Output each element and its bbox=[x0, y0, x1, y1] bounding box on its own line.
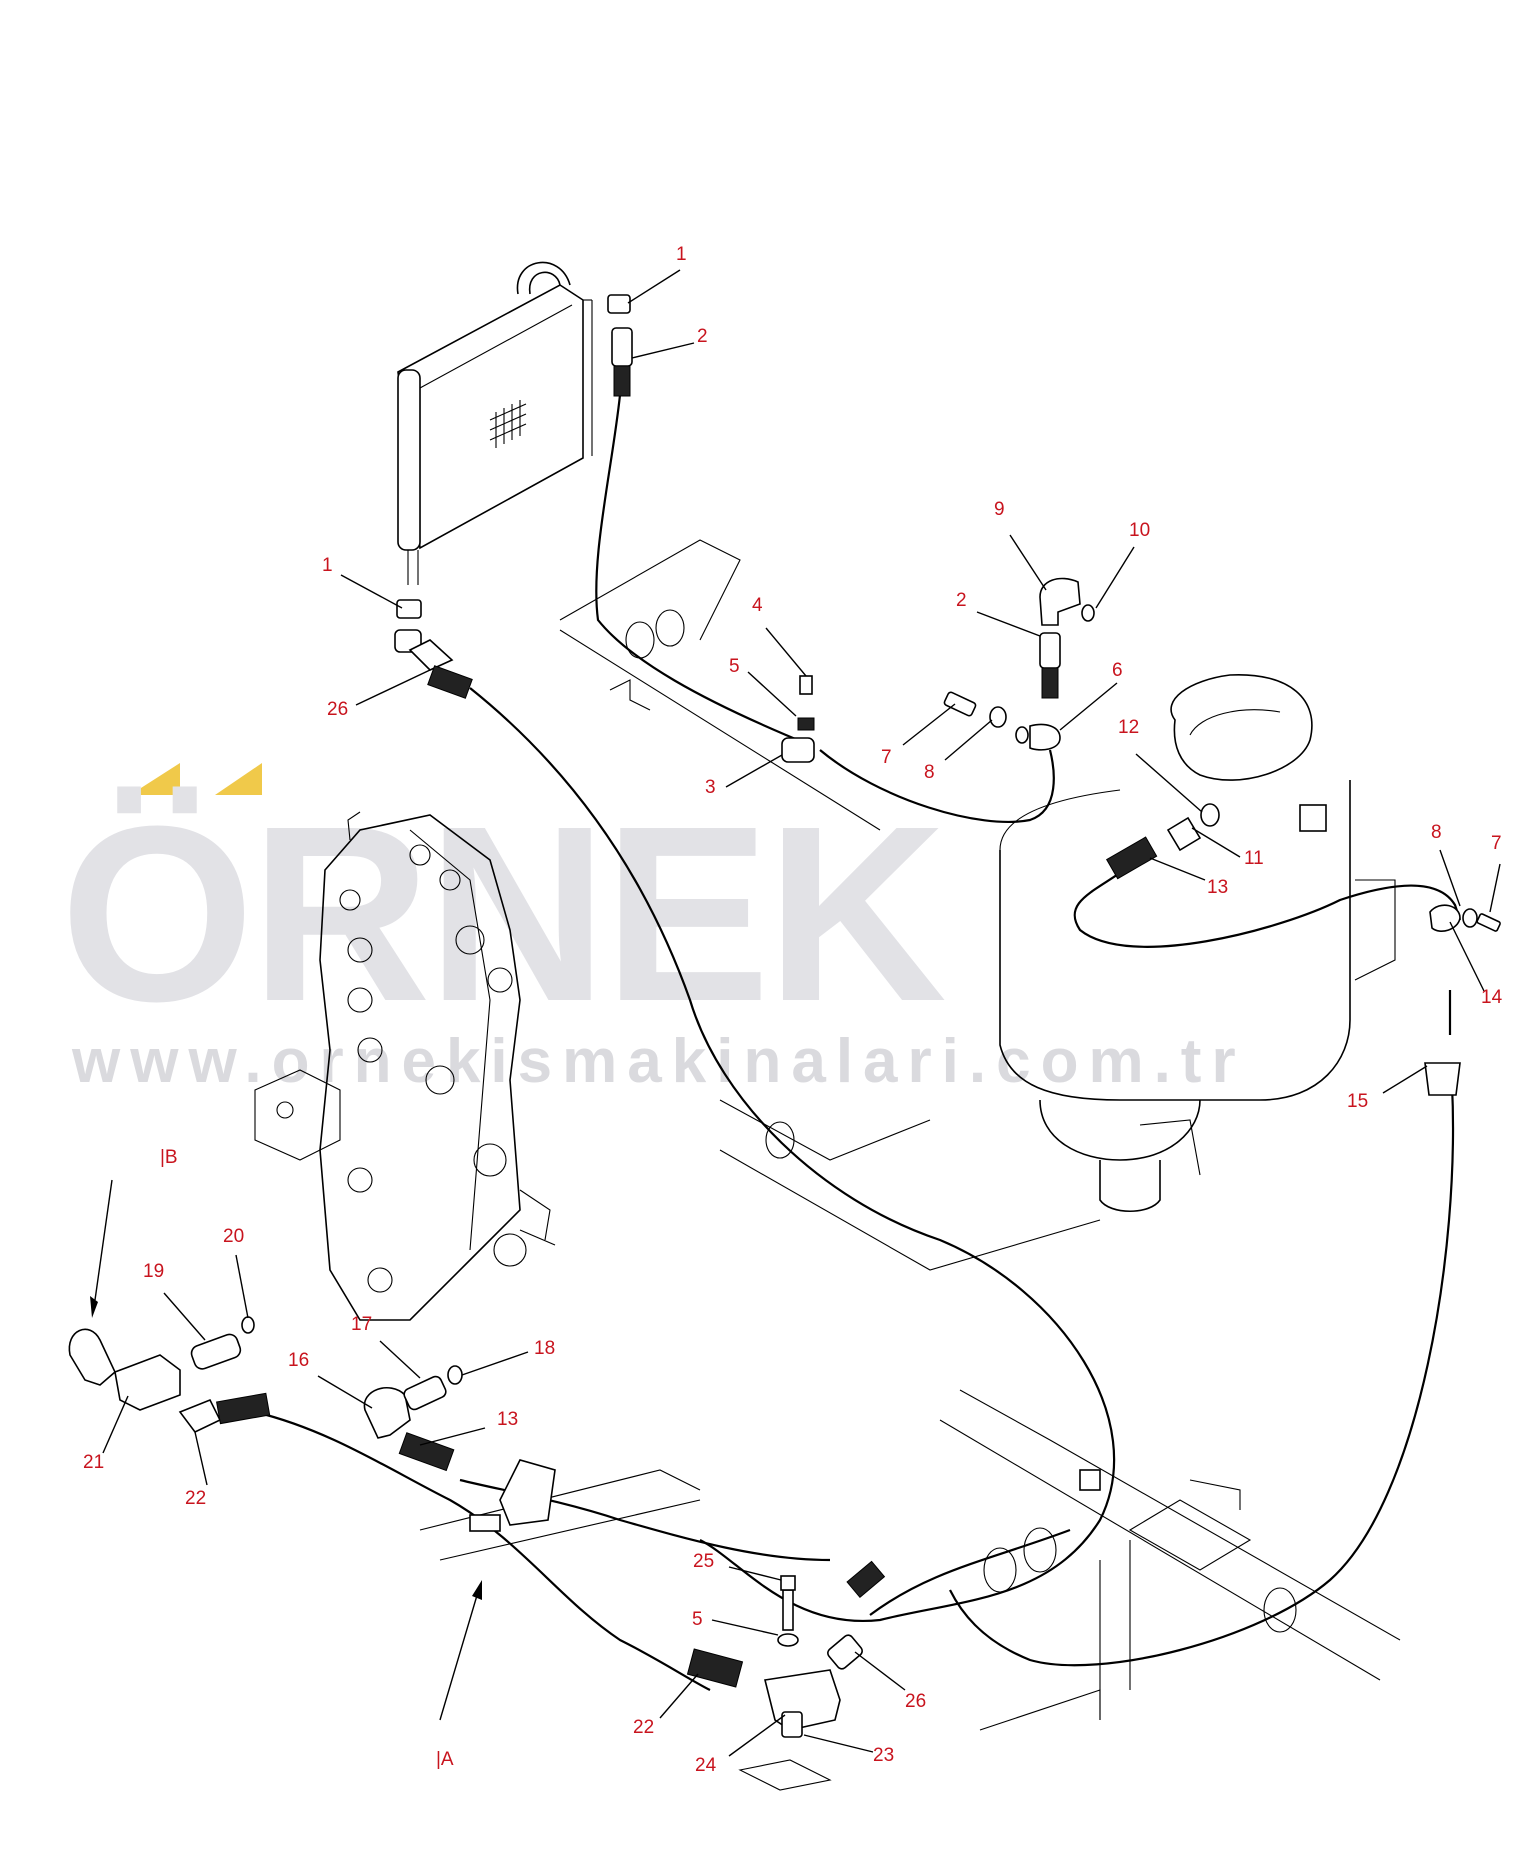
fittings bbox=[68, 294, 1501, 1791]
callout-label: 10 bbox=[1129, 520, 1150, 541]
callout-label: 14 bbox=[1481, 987, 1503, 1008]
callout-label: 6 bbox=[1112, 660, 1123, 681]
watermark: ÖRNEK www.ornekismakinalari.com.tr bbox=[60, 763, 1246, 1096]
callout-label: 3 bbox=[705, 777, 716, 798]
watermark-url: www.ornekismakinalari.com.tr bbox=[71, 1027, 1246, 1096]
watermark-accent-left bbox=[130, 763, 180, 795]
machine-frame bbox=[419, 539, 1401, 1731]
callout-label: 8 bbox=[924, 762, 935, 783]
callout-label: 23 bbox=[873, 1745, 894, 1766]
callout-label: 4 bbox=[752, 595, 763, 616]
hydraulic-tank bbox=[999, 674, 1396, 1212]
leader-lines bbox=[102, 269, 1501, 1757]
callout-label: 5 bbox=[692, 1609, 703, 1630]
watermark-accent-right bbox=[215, 763, 262, 795]
callout-label: 1 bbox=[676, 244, 687, 265]
callout-label: 13 bbox=[1207, 877, 1228, 898]
callout-label: 7 bbox=[881, 747, 892, 768]
view-labels: |B |A bbox=[160, 1147, 454, 1770]
callout-label: 11 bbox=[1244, 848, 1264, 869]
callout-label: 15 bbox=[1347, 1091, 1368, 1112]
callout-label: 18 bbox=[534, 1338, 555, 1359]
oil-cooler bbox=[397, 261, 593, 585]
callout-label: 17 bbox=[351, 1314, 372, 1335]
callout-label: 19 bbox=[143, 1261, 164, 1282]
callout-label: 22 bbox=[633, 1717, 654, 1738]
direction-arrows bbox=[90, 1179, 482, 1721]
callouts: 1 2 1 26 9 10 2 4 6 5 7 8 3 12 11 13 8 7… bbox=[83, 244, 1503, 1776]
callout-label: 16 bbox=[288, 1350, 309, 1371]
watermark-brand: ÖRNEK bbox=[60, 774, 945, 1053]
callout-label: 5 bbox=[729, 656, 740, 677]
view-a-arrow bbox=[439, 1591, 479, 1721]
view-label-a: |A bbox=[436, 1749, 454, 1770]
callout-label: 1 bbox=[322, 555, 333, 576]
view-b-arrow bbox=[94, 1179, 113, 1301]
control-valve bbox=[254, 811, 556, 1321]
callout-label: 21 bbox=[83, 1452, 104, 1473]
callout-label: 8 bbox=[1431, 822, 1442, 843]
callout-label: 26 bbox=[327, 699, 348, 720]
callout-label: 9 bbox=[994, 499, 1005, 520]
callout-label: 22 bbox=[185, 1488, 206, 1509]
callout-label: 13 bbox=[497, 1409, 518, 1430]
callout-label: 25 bbox=[693, 1551, 714, 1572]
view-label-b: |B bbox=[160, 1147, 178, 1168]
callout-label: 7 bbox=[1491, 833, 1502, 854]
callout-label: 26 bbox=[905, 1691, 926, 1712]
callout-label: 20 bbox=[223, 1226, 244, 1247]
callout-label: 2 bbox=[697, 326, 708, 347]
callout-label: 12 bbox=[1118, 717, 1139, 738]
callout-label: 2 bbox=[956, 590, 967, 611]
callout-label: 24 bbox=[695, 1755, 717, 1776]
